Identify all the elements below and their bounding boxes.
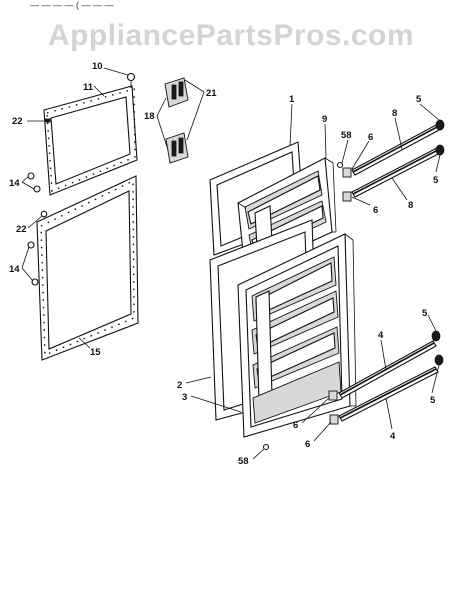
fresh-food-inner-door [237,233,357,438]
screw-58-upper [336,161,344,169]
callout-58: 58 [238,456,249,467]
lower-door-trim-rail-top [338,340,437,399]
fresh-food-door-gasket [36,175,139,361]
end-cap-6-lower-b [329,414,339,425]
callout-4: 4 [378,330,384,341]
hinge-cap-lower [165,132,189,164]
callout-22: 22 [12,116,23,127]
lower-door-trim-rail-bottom [338,366,439,422]
end-cap-5-upper-b [435,144,445,156]
callout-5: 5 [422,308,428,319]
freezer-door-gasket [43,85,138,196]
upper-door-trim-rail-bottom [351,147,441,198]
end-cap-5-upper-a [435,119,445,131]
end-cap-6-upper-b [342,191,352,202]
callout-58: 58 [341,130,352,141]
callout-8: 8 [408,200,413,211]
top-strip-text: — — — — ( — — — [30,0,114,10]
gasket-screw-10 [126,72,136,88]
callout-22: 22 [16,224,27,235]
leader-lines [21,67,441,460]
callout-21: 21 [206,88,217,99]
end-cap-5-lower-b [434,354,444,366]
callout-11: 11 [83,82,94,93]
callout-5: 5 [416,94,422,105]
end-cap-6-lower-a [328,390,338,401]
callout-1: 1 [289,94,295,105]
callout-5: 5 [430,395,436,406]
screw-22-lower [40,210,48,218]
callout-4: 4 [390,431,396,442]
watermark: AppliancePartsPros.com [48,19,414,52]
callout-6: 6 [368,132,373,143]
end-cap-5-lower-a [431,330,441,342]
callout-9: 9 [322,114,327,125]
upper-door-trim-rail-top [351,123,442,176]
callout-15: 15 [90,347,101,358]
callout-14: 14 [9,264,20,275]
callout-6: 6 [293,420,298,431]
callout-6: 6 [373,205,378,216]
callout-18: 18 [144,111,155,122]
gasket-clips-14-upper [27,172,41,193]
end-cap-6-upper-a [342,167,352,178]
gasket-clips-14-lower [27,241,39,286]
hinge-cap-upper [164,77,189,108]
screw-22-upper [44,118,51,123]
callout-14: 14 [9,178,20,189]
callout-8: 8 [392,108,397,119]
callout-10: 10 [92,61,103,72]
callout-2: 2 [177,380,182,391]
callout-6: 6 [305,439,310,450]
callout-5: 5 [433,175,439,186]
screw-58-lower [262,443,270,451]
callout-3: 3 [182,392,187,403]
